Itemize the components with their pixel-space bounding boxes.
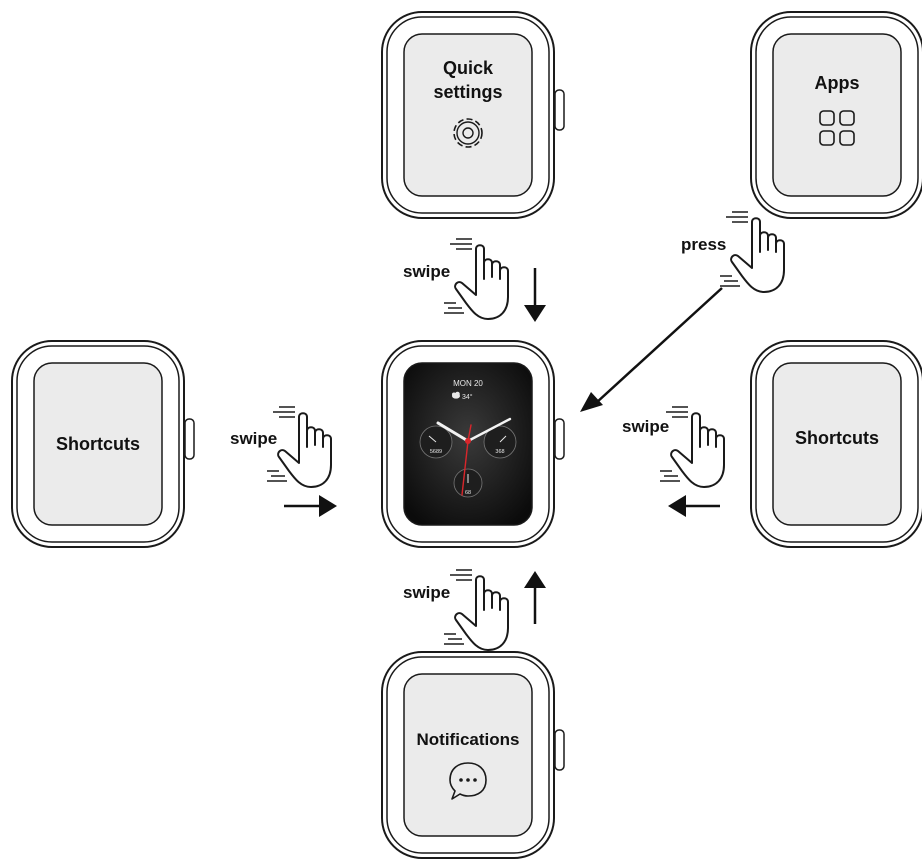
cloud-icon (452, 391, 460, 399)
shortcuts-right-screen (772, 362, 902, 526)
chat-bubble-icon (449, 762, 487, 800)
arrow-left (668, 495, 720, 517)
clock-hands (436, 417, 512, 496)
right-subdial-value: 368 (495, 449, 504, 455)
watch-apps: Apps (750, 11, 922, 219)
arrow-diagonal (580, 287, 723, 412)
bottom-subdial-value: 68 (465, 490, 471, 496)
hand-icon (659, 406, 725, 488)
watch-shortcuts-right: Shortcuts (750, 340, 922, 548)
swipe-right-gesture: swipe (622, 406, 725, 488)
swipe-left-label: swipe (230, 429, 277, 448)
left-subdial: 5689 (419, 425, 453, 459)
hand-icon (719, 211, 785, 293)
hand-icon (443, 569, 509, 651)
apps-label: Apps (815, 73, 860, 93)
swipe-top-gesture: swipe (403, 238, 509, 320)
gear-icon (453, 118, 483, 148)
shortcuts-right-label: Shortcuts (795, 428, 879, 448)
swipe-right-label: swipe (622, 417, 669, 436)
left-subdial-value: 5689 (430, 449, 442, 455)
watch-center: MON 20 34° 5689 368 68 (381, 340, 565, 548)
swipe-bottom-label: swipe (403, 583, 450, 602)
watch-notifications: Notifications (381, 651, 565, 859)
press-label: press (681, 235, 726, 254)
notifications-screen (403, 673, 533, 837)
arrow-down (524, 268, 546, 322)
swipe-top-label: swipe (403, 262, 450, 281)
quick-settings-label-line1: Quick (443, 58, 494, 78)
arrow-right (284, 495, 337, 517)
watch-face-date: MON 20 (453, 379, 483, 388)
shortcuts-left-screen (33, 362, 163, 526)
press-gesture: press (681, 211, 785, 293)
shortcuts-left-label: Shortcuts (56, 434, 140, 454)
notifications-label: Notifications (417, 730, 520, 749)
arrow-up (524, 571, 546, 624)
quick-settings-label-line2: settings (433, 82, 502, 102)
hand-icon (443, 238, 509, 320)
right-subdial: 368 (483, 425, 517, 459)
swipe-bottom-gesture: swipe (403, 569, 509, 651)
watch-shortcuts-left: Shortcuts (11, 340, 195, 548)
swipe-left-gesture: swipe (230, 406, 332, 488)
apps-screen (772, 33, 902, 197)
bottom-subdial: 68 (453, 468, 483, 498)
watch-quick-settings: Quick settings (381, 11, 565, 219)
watch-face-weather: 34° (462, 393, 473, 401)
grid-icon (819, 110, 855, 146)
quick-settings-screen (403, 33, 533, 197)
